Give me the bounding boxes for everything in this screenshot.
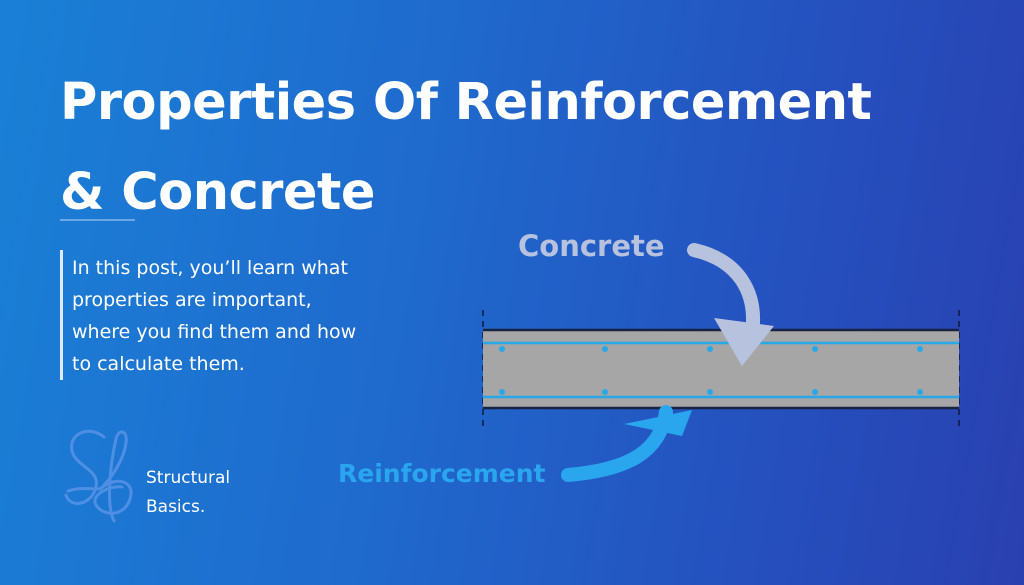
concrete-label: Concrete — [518, 229, 665, 263]
intro-line-1: In this post, you’ll learn what — [72, 257, 348, 279]
top-rebar-dot — [707, 346, 713, 352]
brand-line-2: Basics. — [146, 497, 206, 517]
brand-line-1: Structural — [146, 468, 231, 488]
reinforcement-arrowhead-icon — [624, 410, 692, 436]
intro-line-4: to calculate them. — [72, 353, 245, 375]
title-line-1: Properties Of Reinforcement — [60, 73, 872, 132]
intro-line-2: properties are important, — [72, 289, 312, 311]
bottom-rebar-dot — [812, 389, 818, 395]
intro-text: In this post, you’ll learn what properti… — [72, 252, 432, 380]
bottom-rebar-dot — [499, 389, 505, 395]
beam-section-diagram: Concrete Reinforcement — [338, 229, 960, 488]
concrete-arrowhead-icon — [714, 318, 774, 366]
title-divider — [60, 219, 135, 221]
brand-name: Structural Basics. — [146, 464, 230, 522]
top-rebar-dot — [917, 346, 923, 352]
top-rebar-dot — [812, 346, 818, 352]
top-rebar-dot — [499, 346, 505, 352]
reinforcement-label: Reinforcement — [338, 459, 546, 488]
page-title: Properties Of Reinforcement & Concrete — [60, 58, 1000, 238]
bottom-rebar-dot — [602, 389, 608, 395]
intro-accent-bar — [60, 250, 63, 380]
brand-logo-icon — [64, 429, 133, 523]
top-rebar-dot — [602, 346, 608, 352]
concrete-arrow-icon — [687, 243, 760, 341]
bottom-rebar-dot — [707, 389, 713, 395]
bottom-rebar-dot — [917, 389, 923, 395]
title-line-2: & Concrete — [60, 163, 375, 222]
intro-line-3: where you find them and how — [72, 321, 357, 343]
